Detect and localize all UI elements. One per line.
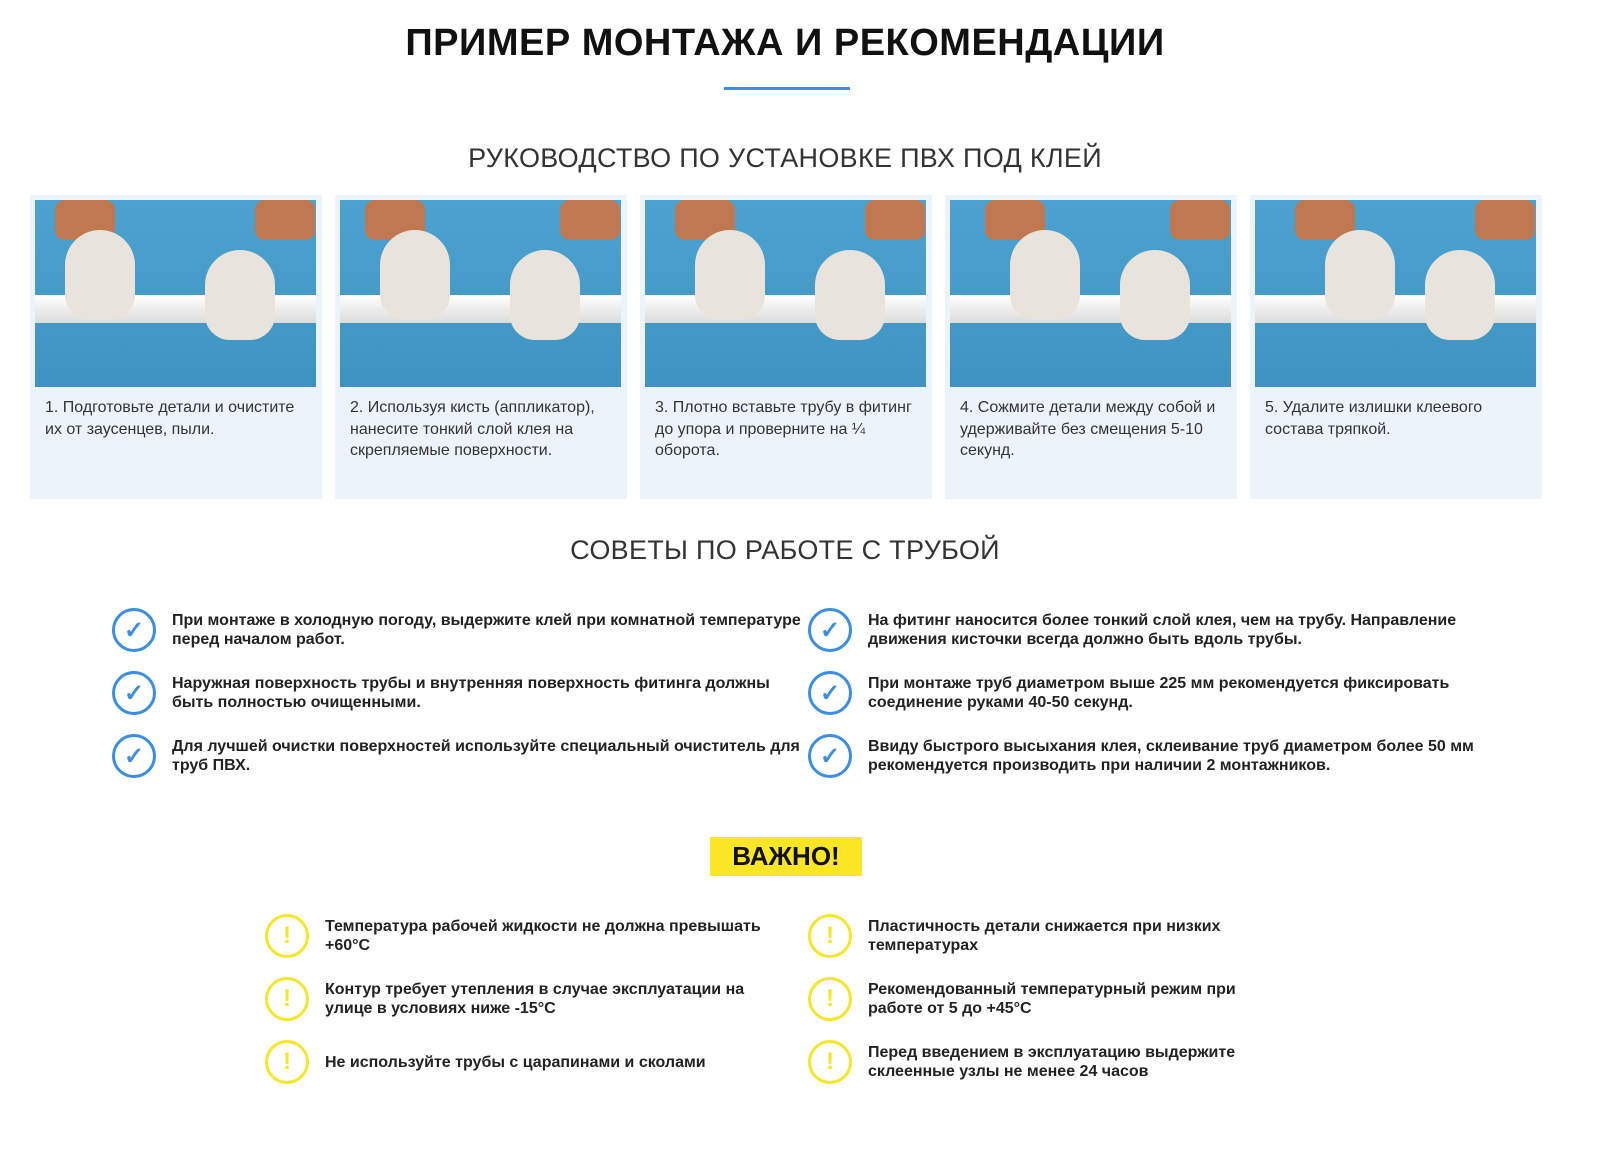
warning-item: ! Рекомендованный температурный режим пр…: [808, 977, 1288, 1021]
step-photo: [645, 200, 926, 387]
warning-text: Перед введением в эксплуатацию выдержите…: [868, 1044, 1236, 1080]
tip-text: При монтаже труб диаметром выше 225 мм р…: [868, 675, 1450, 711]
check-icon: ✓: [808, 671, 852, 715]
warning-text: Не используйте трубы с царапинами и скол…: [325, 1053, 706, 1071]
check-icon: ✓: [112, 608, 156, 652]
exclamation-icon: !: [265, 914, 309, 958]
tip-text: При монтаже в холодную погоду, выдержите…: [172, 612, 801, 648]
exclamation-icon: !: [808, 914, 852, 958]
warning-item: ! Температура рабочей жидкости не должна…: [265, 914, 775, 958]
step-photo: [950, 200, 1231, 387]
warning-item: ! Контур требует утепления в случае эксп…: [265, 977, 775, 1021]
step-photo: [340, 200, 621, 387]
step-caption: 2. Используя кисть (аппликатор), нанесит…: [350, 399, 595, 459]
tips-heading: СОВЕТЫ ПО РАБОТЕ С ТРУБОЙ: [570, 535, 1000, 565]
warning-text: Рекомендованный температурный режим при …: [868, 981, 1236, 1017]
tip-item: ✓ При монтаже в холодную погоду, выдержи…: [112, 608, 802, 652]
step-card: 4. Сожмите детали между собой и удержива…: [945, 195, 1237, 499]
warning-text: Пластичность детали снижается при низких…: [868, 918, 1221, 954]
tip-item: ✓ Ввиду быстрого высыхания клея, склеива…: [808, 734, 1498, 778]
step-photo: [1255, 200, 1536, 387]
tip-item: ✓ Для лучшей очистки поверхностей исполь…: [112, 734, 802, 778]
step-card: 2. Используя кисть (аппликатор), нанесит…: [335, 195, 627, 499]
warning-text: Температура рабочей жидкости не должна п…: [325, 918, 761, 954]
step-caption: 1. Подготовьте детали и очистите их от з…: [45, 399, 295, 438]
important-badge: ВАЖНО!: [710, 837, 862, 876]
exclamation-icon: !: [265, 977, 309, 1021]
check-icon: ✓: [112, 671, 156, 715]
step-caption: 3. Плотно вставьте трубу в фитинг до упо…: [655, 399, 912, 459]
tip-text: Ввиду быстрого высыхания клея, склеивани…: [868, 738, 1474, 774]
step-card: 3. Плотно вставьте трубу в фитинг до упо…: [640, 195, 932, 499]
step-caption: 5. Удалите излишки клеевого состава тряп…: [1265, 399, 1483, 438]
title-underline: [724, 87, 850, 90]
exclamation-icon: !: [265, 1040, 309, 1084]
tip-item: ✓ На фитинг наносится более тонкий слой …: [808, 608, 1498, 652]
step-card: 1. Подготовьте детали и очистите их от з…: [30, 195, 322, 499]
warning-item: ! Не используйте трубы с царапинами и ск…: [265, 1040, 775, 1084]
check-icon: ✓: [808, 734, 852, 778]
exclamation-icon: !: [808, 977, 852, 1021]
tip-text: Для лучшей очистки поверхностей использу…: [172, 738, 800, 774]
warning-text: Контур требует утепления в случае эксплу…: [325, 981, 745, 1017]
tip-item: ✓ При монтаже труб диаметром выше 225 мм…: [808, 671, 1498, 715]
warning-item: ! Перед введением в эксплуатацию выдержи…: [808, 1040, 1288, 1084]
tip-text: На фитинг наносится более тонкий слой кл…: [868, 612, 1457, 648]
exclamation-icon: !: [808, 1040, 852, 1084]
guide-heading: РУКОВОДСТВО ПО УСТАНОВКЕ ПВХ ПОД КЛЕЙ: [468, 143, 1102, 173]
step-card: 5. Удалите излишки клеевого состава тряп…: [1250, 195, 1542, 499]
step-photo: [35, 200, 316, 387]
tip-item: ✓ Наружная поверхность трубы и внутрення…: [112, 671, 802, 715]
tip-text: Наружная поверхность трубы и внутренняя …: [172, 675, 770, 711]
page-title: ПРИМЕР МОНТАЖА И РЕКОМЕНДАЦИИ: [405, 22, 1165, 64]
check-icon: ✓: [808, 608, 852, 652]
step-caption: 4. Сожмите детали между собой и удержива…: [960, 399, 1216, 459]
check-icon: ✓: [112, 734, 156, 778]
warning-item: ! Пластичность детали снижается при низк…: [808, 914, 1288, 958]
